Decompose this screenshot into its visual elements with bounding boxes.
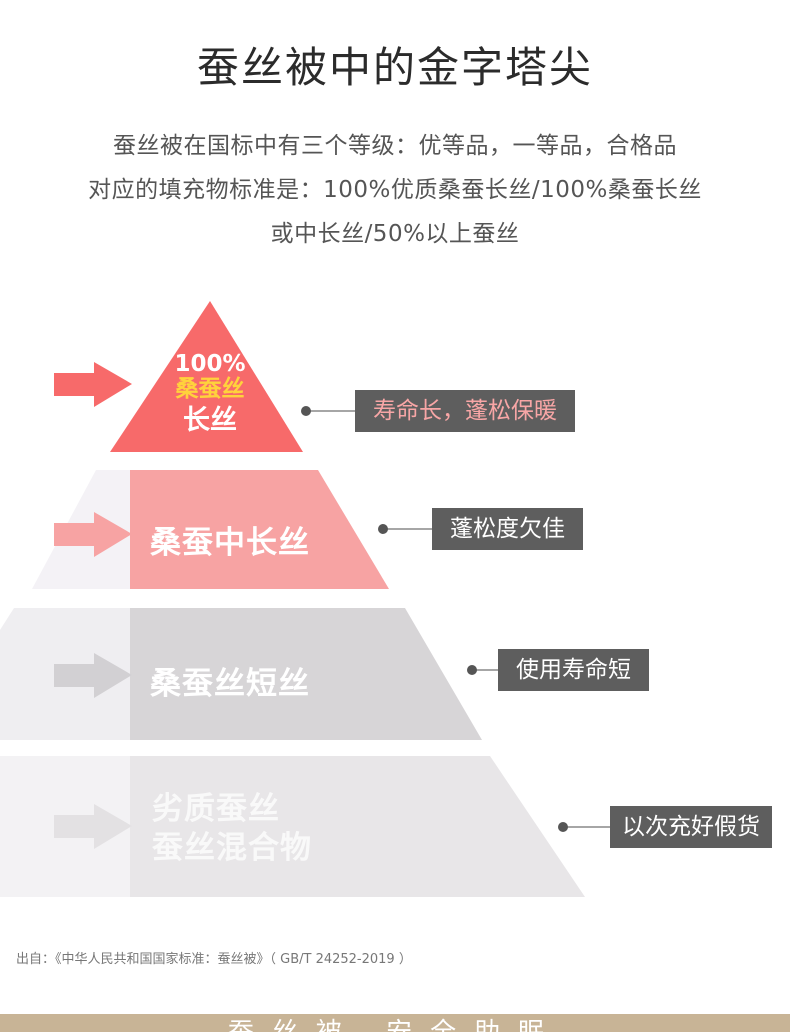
intro-line-1: 蚕丝被在国标中有三个等级：优等品，一等品，合格品 bbox=[113, 133, 677, 159]
callout-tier3: 使用寿命短 bbox=[498, 649, 649, 691]
apex-label: 100% 桑蚕丝 长丝 bbox=[150, 351, 270, 436]
callout-apex: 寿命长，蓬松保暖 bbox=[355, 390, 575, 432]
tier4-label-line2: 蚕丝混合物 bbox=[152, 829, 312, 866]
callout-tier4: 以次充好假货 bbox=[610, 806, 772, 848]
tier2-label: 桑蚕中长丝 bbox=[150, 525, 310, 561]
arrow-right-icon bbox=[54, 512, 132, 557]
footer-text: 蚕丝被 安全助眠 bbox=[0, 1020, 790, 1032]
intro-line-2: 对应的填充物标准是：100%优质桑蚕长丝/100%桑蚕长丝 bbox=[88, 177, 702, 203]
tier2-shape bbox=[130, 470, 389, 589]
arrow-right-icon bbox=[54, 653, 132, 698]
connector-dot bbox=[378, 524, 388, 534]
tier4-shape bbox=[130, 756, 585, 897]
intro-line-3: 或中长丝/50%以上蚕丝 bbox=[270, 221, 520, 247]
apex-label-line2: 桑蚕丝 bbox=[175, 376, 245, 403]
apex-shape bbox=[110, 301, 303, 452]
tier3-label: 桑蚕丝短丝 bbox=[150, 666, 310, 702]
connector-dot bbox=[467, 665, 477, 675]
apex-label-line1: 100% bbox=[174, 351, 246, 377]
tier4-label-line1: 劣质蚕丝 bbox=[152, 791, 280, 827]
connector-dot bbox=[558, 822, 568, 832]
source-note: 出自：《中华人民共和国国家标准：蚕丝被》（ GB/T 24252-2019 ） bbox=[16, 952, 412, 967]
connector-dot bbox=[301, 406, 311, 416]
arrow-right-icon bbox=[54, 804, 132, 849]
page-title: 蚕丝被中的金字塔尖 bbox=[196, 43, 593, 92]
callout-tier2: 蓬松度欠佳 bbox=[432, 508, 583, 550]
apex-label-line3: 长丝 bbox=[183, 404, 237, 436]
arrow-right-icon bbox=[54, 362, 132, 407]
footer-bar: 蚕丝被 安全助眠 bbox=[0, 1014, 790, 1032]
tier4-label: 劣质蚕丝 蚕丝混合物 bbox=[152, 790, 312, 868]
tier3-shape bbox=[130, 608, 482, 740]
